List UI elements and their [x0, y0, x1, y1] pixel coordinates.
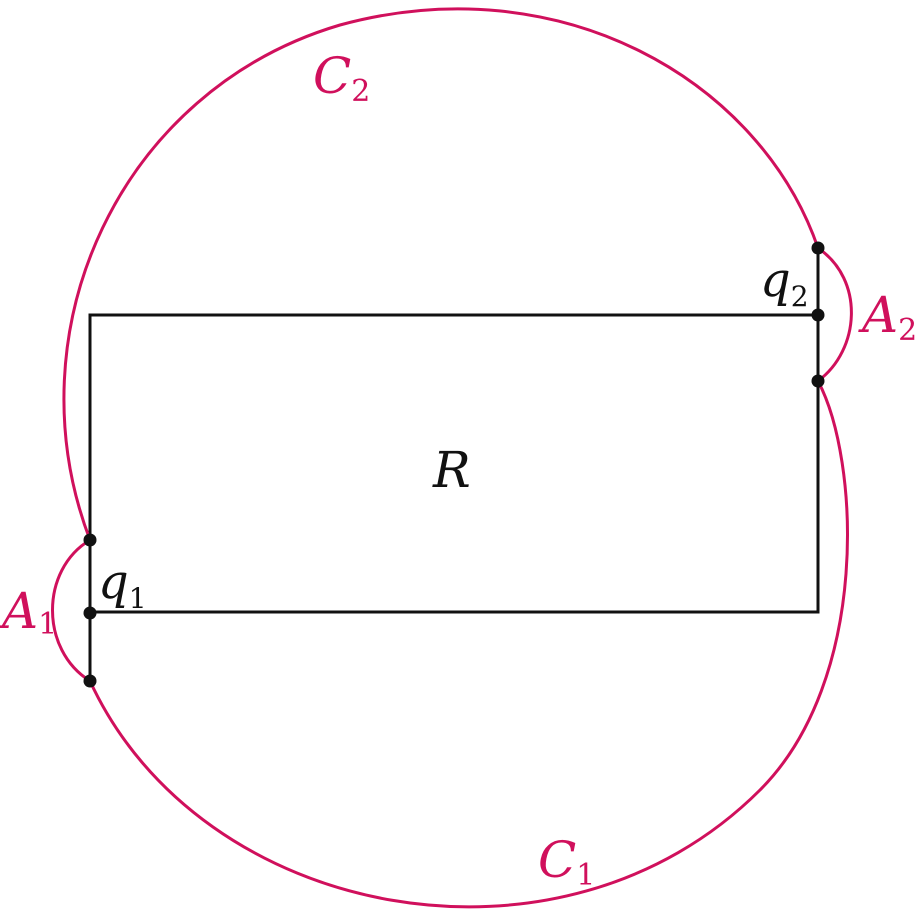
- label-q1-main: q: [98, 554, 129, 610]
- label-a1: A1: [0, 582, 57, 642]
- point-a2-top: [811, 241, 825, 255]
- label-a2-sub: 2: [898, 313, 917, 348]
- label-c2: C2: [313, 47, 370, 109]
- point-a1-bottom: [83, 674, 97, 688]
- label-a1-main: A: [0, 582, 38, 640]
- label-c1-sub: 1: [576, 858, 595, 893]
- label-c2-main: C: [313, 47, 351, 105]
- arc-a1: [51, 538, 91, 683]
- label-q1: q1: [98, 554, 147, 615]
- label-r-text: R: [432, 441, 471, 499]
- label-c1-main: C: [538, 831, 576, 889]
- label-q1-sub: 1: [129, 582, 147, 615]
- curve-c2: [62, 7, 820, 541]
- label-r: R: [432, 441, 471, 499]
- label-c1: C1: [538, 831, 595, 893]
- point-a2-bottom: [811, 374, 825, 388]
- label-c2-sub: 2: [351, 74, 370, 109]
- label-q2-main: q: [760, 252, 791, 308]
- point-a1-top: [83, 533, 97, 547]
- label-q2: q2: [760, 252, 809, 313]
- point-q2: [811, 308, 825, 322]
- arc-a2: [817, 246, 853, 383]
- label-a2-main: A: [858, 286, 898, 344]
- point-q1: [83, 606, 97, 620]
- curve-c1: [88, 380, 849, 909]
- label-q2-sub: 2: [791, 280, 809, 313]
- label-a1-sub: 1: [38, 607, 57, 642]
- label-a2: A2: [858, 286, 917, 348]
